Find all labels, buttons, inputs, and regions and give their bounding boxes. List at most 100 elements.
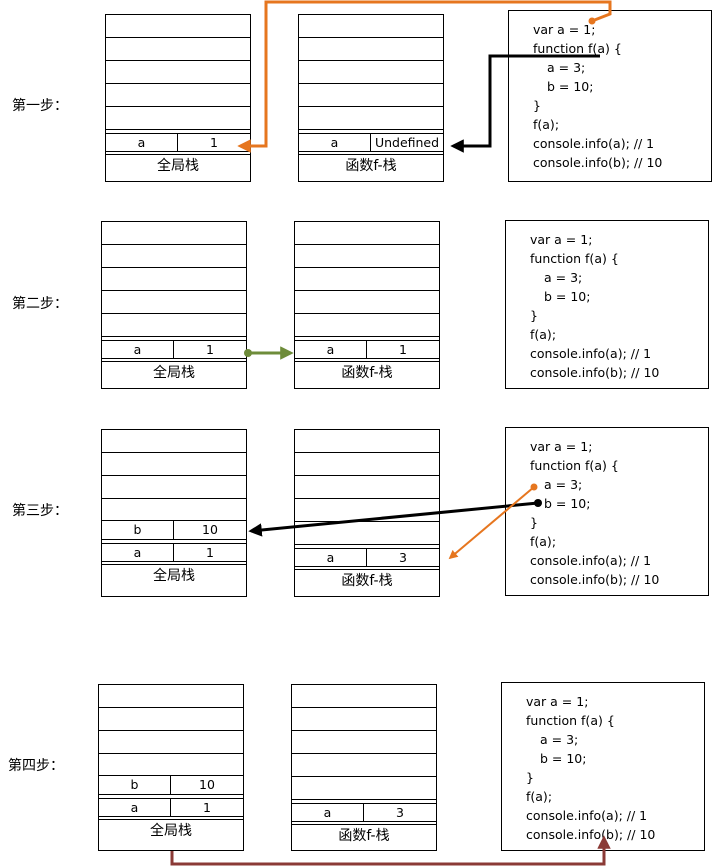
var-value: 3	[396, 805, 404, 820]
var-value: 1	[399, 342, 407, 357]
stack-title: 全局栈	[102, 564, 246, 587]
code-line: var a = 1;	[526, 694, 589, 709]
empty-slot	[102, 268, 246, 291]
code-line: function f(a) {	[526, 713, 615, 728]
step-2-code-box: var a = 1; function f(a) { a = 3; b = 10…	[505, 220, 709, 389]
step-3-func-stack: a 3 函数f-栈	[294, 429, 440, 597]
code-line: a = 3;	[544, 270, 583, 285]
code-line: function f(a) {	[533, 41, 622, 56]
code-line: }	[533, 98, 541, 113]
empty-slot	[295, 245, 439, 268]
step-3-global-stack: b 10 a 1 全局栈	[101, 429, 247, 597]
empty-slot	[102, 499, 246, 521]
var-name: a	[102, 341, 174, 358]
stack-row: a 1	[102, 543, 246, 562]
stack-row: a 3	[295, 548, 439, 567]
code-line: console.info(a); // 1	[530, 553, 652, 568]
var-name: a	[99, 799, 171, 816]
empty-slot	[292, 708, 436, 731]
stack-title: 全局栈	[99, 819, 243, 842]
code-line: f(a);	[530, 534, 557, 549]
code-line: f(a);	[526, 789, 553, 804]
stack-title: 全局栈	[102, 361, 246, 384]
var-value: 1	[206, 545, 214, 560]
var-value: Undefined	[374, 135, 440, 150]
step-4-func-stack: a 3 函数f-栈	[291, 684, 437, 851]
stack-row: a 1	[99, 798, 243, 817]
empty-slot	[99, 731, 243, 754]
empty-slot	[106, 15, 250, 38]
empty-slot	[102, 430, 246, 453]
empty-slot	[106, 38, 250, 61]
empty-slot	[295, 222, 439, 245]
stack-row: b 10	[99, 776, 243, 795]
code-line: b = 10;	[544, 289, 591, 304]
var-name: a	[102, 544, 174, 561]
step-2-global-stack: a 1 全局栈	[101, 221, 247, 389]
step-2-func-stack: a 1 函数f-栈	[294, 221, 440, 389]
empty-slot	[292, 685, 436, 708]
empty-slot	[106, 61, 250, 84]
code-line: a = 3;	[540, 732, 579, 747]
empty-slot	[106, 107, 250, 130]
code-line: var a = 1;	[533, 22, 596, 37]
code-line: b = 10;	[544, 496, 591, 511]
empty-slot	[99, 754, 243, 776]
code-line: f(a);	[530, 327, 557, 342]
empty-slot	[102, 314, 246, 337]
empty-slot	[102, 245, 246, 268]
var-name: b	[102, 521, 174, 539]
step-1-func-stack: a Undefined 函数f-栈	[298, 14, 444, 182]
step-1-global-stack: a 1 全局栈	[105, 14, 251, 182]
step-4-code-box: var a = 1; function f(a) { a = 3; b = 10…	[501, 682, 705, 851]
var-value: 3	[399, 550, 407, 565]
var-value: 1	[206, 342, 214, 357]
empty-slot	[295, 430, 439, 453]
empty-slot	[99, 708, 243, 731]
code-line: }	[526, 770, 534, 785]
code-line: a = 3;	[547, 60, 586, 75]
stack-title: 全局栈	[106, 154, 250, 177]
step-3-code-box: var a = 1; function f(a) { a = 3; b = 10…	[505, 427, 709, 596]
stack-row: a 1	[102, 340, 246, 359]
empty-slot	[299, 38, 443, 61]
empty-slot	[102, 222, 246, 245]
stack-title: 函数f-栈	[292, 824, 436, 847]
empty-slot	[295, 314, 439, 337]
var-value: 1	[203, 800, 211, 815]
stack-title: 函数f-栈	[295, 569, 439, 592]
code-line: a = 3;	[544, 477, 583, 492]
empty-slot	[99, 685, 243, 708]
code-line: console.info(b); // 10	[526, 827, 656, 842]
step-3-label: 第三步：	[12, 503, 68, 519]
empty-slot	[295, 291, 439, 314]
stack-row: a 1	[295, 340, 439, 359]
code-line: function f(a) {	[530, 251, 619, 266]
empty-slot	[295, 476, 439, 499]
empty-slot	[106, 84, 250, 107]
stack-row: b 10	[102, 521, 246, 540]
code-line: function f(a) {	[530, 458, 619, 473]
empty-slot	[295, 499, 439, 522]
empty-slot	[299, 15, 443, 38]
empty-slot	[299, 84, 443, 107]
empty-slot	[102, 453, 246, 476]
var-value: 10	[202, 522, 218, 537]
code-line: console.info(a); // 1	[526, 808, 648, 823]
stack-title: 函数f-栈	[299, 154, 443, 177]
stack-title: 函数f-栈	[295, 361, 439, 384]
empty-slot	[295, 522, 439, 545]
step-2-label: 第二步：	[12, 296, 68, 312]
step-4-label: 第四步：	[8, 758, 64, 774]
var-name: a	[295, 341, 367, 358]
code-line: b = 10;	[547, 79, 594, 94]
var-name: a	[299, 134, 371, 151]
empty-slot	[295, 453, 439, 476]
empty-slot	[299, 107, 443, 130]
code-line: b = 10;	[540, 751, 587, 766]
var-name: b	[99, 776, 171, 794]
code-line: f(a);	[533, 117, 560, 132]
stack-row: a 3	[292, 803, 436, 822]
code-line: }	[530, 515, 538, 530]
step-1-code-box: var a = 1; function f(a) { a = 3; b = 10…	[508, 10, 712, 182]
